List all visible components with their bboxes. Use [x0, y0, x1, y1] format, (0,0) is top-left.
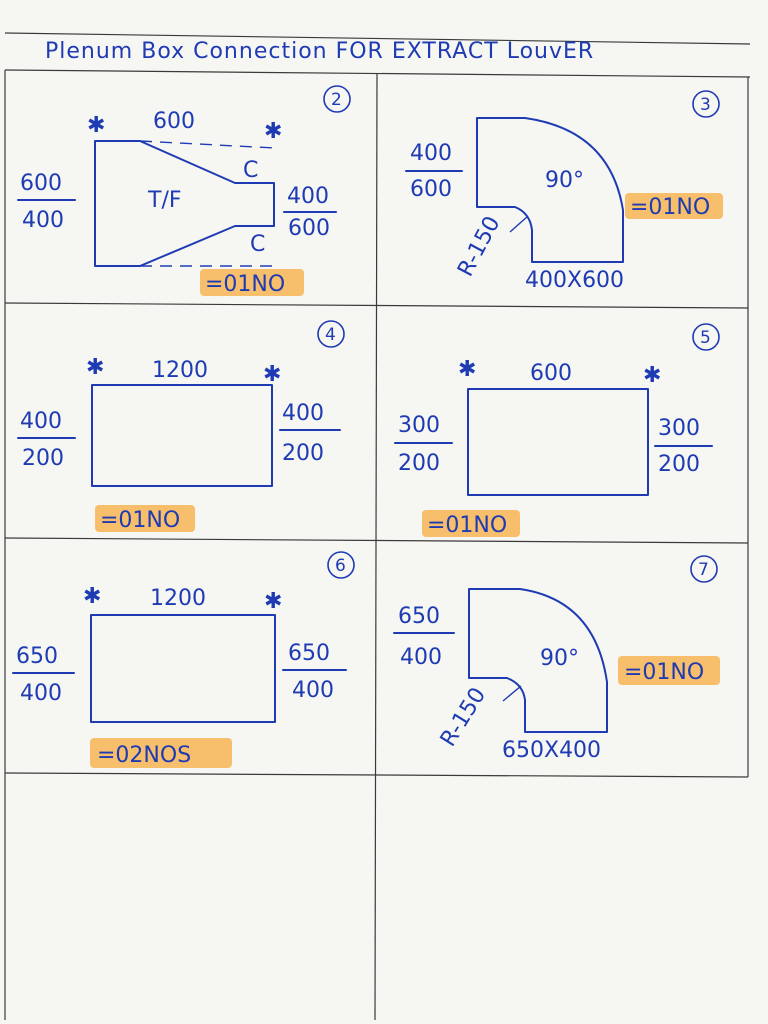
item-4-dim-mark-right: ✱: [263, 362, 281, 387]
item-7-outline: [468, 588, 608, 733]
item-2-left-bottom: 400: [22, 208, 64, 233]
item-3-angle: 90°: [545, 168, 584, 193]
item-7-number-circle: [690, 555, 718, 583]
item-4-left-top: 400: [20, 409, 62, 434]
item-7-number: 7: [698, 560, 709, 580]
item-3-left-top: 400: [410, 141, 452, 166]
item-4-quantity-highlight: [95, 505, 195, 532]
item-4-quantity: =01NO: [100, 508, 180, 533]
item-2-outline: [94, 140, 275, 267]
item-3-number-circle: [692, 90, 720, 118]
item-6-right-top: 650: [288, 641, 330, 666]
item-4-right-bottom: 200: [282, 441, 324, 466]
item-4-left-bottom: 200: [22, 446, 64, 471]
item-7-left-bottom: 400: [400, 645, 442, 670]
item-3-bottom-dim: 400X600: [525, 268, 624, 293]
item-4-right-top: 400: [282, 401, 324, 426]
item-5-straight-duct: 5 600 ✱ ✱ 300 200 300 200 =01NO: [394, 323, 720, 538]
item-6-dim-mark-right: ✱: [264, 589, 282, 614]
item-7-left-top: 650: [398, 604, 440, 629]
item-5-number-circle: [692, 323, 720, 351]
item-4-number-circle: [317, 320, 345, 348]
item-7-radius: R-150: [436, 683, 491, 751]
item-5-left-top: 300: [398, 413, 440, 438]
item-2-right-bottom: 600: [288, 216, 330, 241]
item-5-top-dim: 600: [530, 361, 572, 386]
item-6-number: 6: [335, 556, 346, 576]
item-3-number: 3: [700, 95, 711, 115]
item-6-left-bottom: 400: [20, 681, 62, 706]
item-3-quantity-highlight: [625, 193, 723, 219]
item-6-outline: [90, 614, 276, 723]
item-2-number-circle: [323, 85, 351, 113]
item-5-number: 5: [700, 328, 711, 348]
item-5-quantity: =01NO: [427, 513, 507, 538]
sheet-title: Plenum Box Connection FOR EXTRACT LouvER: [45, 39, 594, 64]
item-3-outline: [476, 117, 624, 263]
item-5-right-bottom: 200: [658, 452, 700, 477]
item-2-left-top: 600: [20, 171, 62, 196]
item-5-left-bottom: 200: [398, 451, 440, 476]
item-6-dim-mark-left: ✱: [83, 584, 101, 609]
item-7-angle: 90°: [540, 646, 579, 671]
item-4-straight-duct: 4 1200 ✱ ✱ 400 200 400 200 =01NO: [17, 320, 345, 533]
item-7-quantity: =01NO: [624, 660, 704, 685]
table-grid: [4, 32, 751, 1021]
item-2-quantity: =01NO: [205, 272, 285, 297]
item-5-outline: [467, 388, 649, 496]
item-2-dim-mark-left: ✱: [87, 113, 105, 138]
item-5-dim-mark-left: ✱: [458, 357, 476, 382]
item-7-radius-arrow: [502, 685, 522, 702]
item-6-number-circle: [327, 551, 355, 579]
item-7-quantity-highlight: [618, 656, 720, 685]
item-2-dim-mark-right: ✱: [264, 119, 282, 144]
item-3-radius: R-150: [453, 212, 505, 281]
item-2-number: 2: [331, 90, 342, 110]
item-6-right-bottom: 400: [292, 678, 334, 703]
item-2-center-label: T/F: [147, 188, 182, 213]
item-2-right-top: 400: [287, 184, 329, 209]
item-7-bend: 7 650 400 90° R-150 650X400 =01NO: [393, 555, 720, 763]
item-3-left-bottom: 600: [410, 177, 452, 202]
item-4-top-dim: 1200: [152, 358, 208, 383]
item-2-top-dim: 600: [153, 109, 195, 134]
item-3-radius-arrow: [509, 215, 529, 233]
item-6-top-dim: 1200: [150, 586, 206, 611]
item-6-quantity-highlight: [90, 738, 232, 768]
item-2-corner-mark-bottom: C: [250, 232, 265, 257]
item-7-bottom-dim: 650X400: [502, 738, 601, 763]
item-5-right-top: 300: [658, 416, 700, 441]
item-6-straight-duct: 6 1200 ✱ ✱ 650 400 650 400 =02NOS: [12, 551, 355, 768]
item-2-quantity-highlight: [200, 269, 304, 296]
item-2-transformation: 2 600 ✱ ✱ T/F C C 600 400 400 600 =01NO: [17, 85, 351, 297]
item-3-bend: 3 400 600 90° R-150 400X600 =01NO: [405, 90, 723, 293]
item-4-outline: [91, 384, 273, 487]
item-6-left-top: 650: [16, 644, 58, 669]
item-5-quantity-highlight: [422, 510, 520, 537]
item-4-dim-mark-left: ✱: [86, 355, 104, 380]
item-6-quantity: =02NOS: [97, 743, 191, 768]
item-2-corner-mark-top: C: [243, 158, 258, 183]
item-2-dashed-top: [139, 140, 276, 149]
item-5-dim-mark-right: ✱: [643, 363, 661, 388]
item-4-number: 4: [325, 325, 336, 345]
item-3-quantity: =01NO: [630, 195, 710, 220]
